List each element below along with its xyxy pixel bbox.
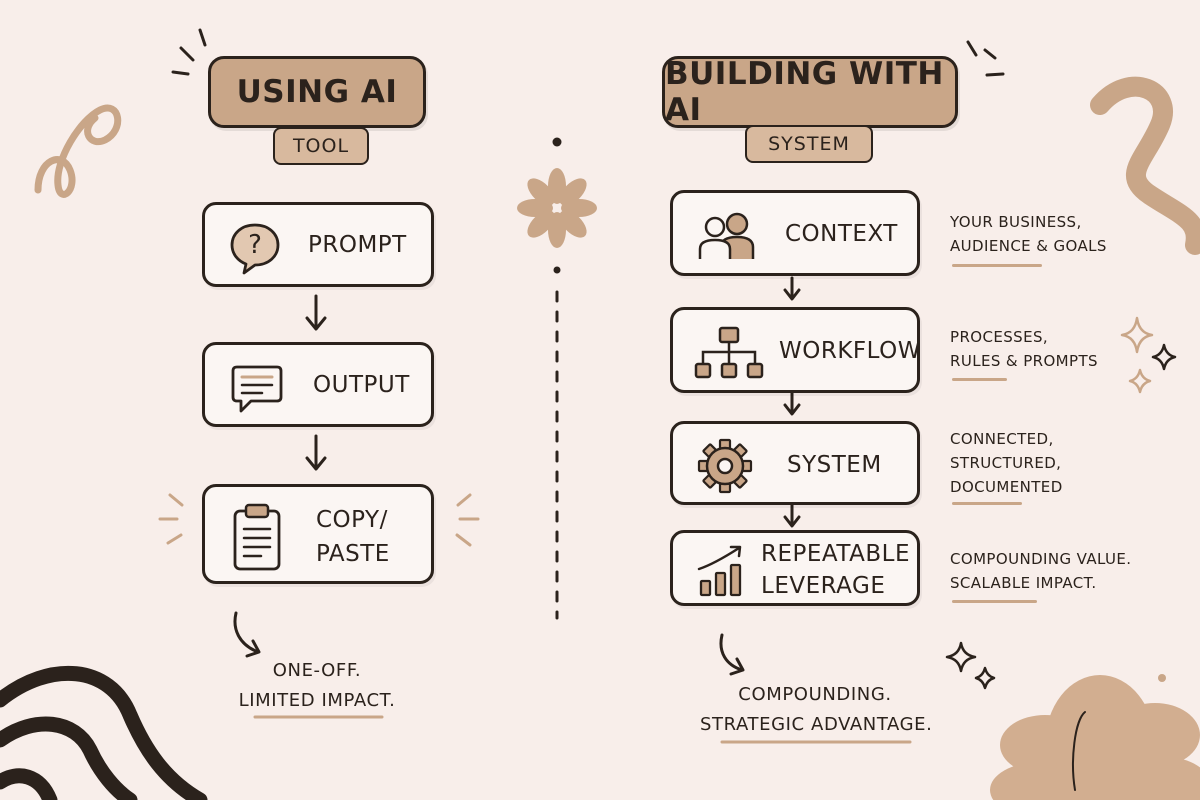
leverage-note-line-2: SCALABLE IMPACT.	[950, 574, 1097, 592]
context-note-line-2: AUDIENCE & GOALS	[950, 237, 1107, 255]
repeatable-label: REPEATABLE	[761, 541, 910, 567]
gear-icon	[697, 438, 753, 494]
right-outcome: COMPOUNDING. STRATEGIC ADVANTAGE.	[700, 680, 933, 740]
output-label: OUTPUT	[313, 372, 410, 398]
repeatable-leverage-step: REPEATABLE LEVERAGE	[670, 530, 920, 606]
system-subtitle-text: SYSTEM	[768, 133, 850, 155]
svg-text:?: ?	[248, 230, 262, 260]
context-label: CONTEXT	[785, 221, 898, 247]
left-outcome-line-2: LIMITED IMPACT.	[238, 690, 396, 711]
copy-label: COPY/	[316, 507, 388, 533]
growth-chart-icon	[697, 545, 742, 597]
stripe-doodle-3	[0, 768, 58, 800]
using-ai-title: USING AI	[208, 56, 426, 128]
wave-doodle	[1090, 76, 1200, 255]
context-note: YOUR BUSINESS, AUDIENCE & GOALS	[950, 210, 1107, 258]
tool-subtitle-text: TOOL	[292, 135, 350, 157]
stripe-doodle-2	[0, 716, 138, 800]
copy-paste-step: COPY/ PASTE	[202, 484, 434, 584]
system-label: SYSTEM	[787, 452, 882, 478]
workflow-note: PROCESSES, RULES & PROMPTS	[950, 325, 1098, 373]
right-outcome-line-2: STRATEGIC ADVANTAGE.	[700, 714, 933, 735]
system-step: SYSTEM	[670, 421, 920, 505]
context-note-line-1: YOUR BUSINESS,	[950, 213, 1082, 231]
asterisk-flower-doodle	[517, 168, 597, 248]
chat-bubble-icon	[231, 365, 283, 413]
system-note: CONNECTED, STRUCTURED, DOCUMENTED	[950, 427, 1063, 499]
workflow-note-underline	[952, 378, 1007, 381]
system-note-line-1: CONNECTED,	[950, 430, 1054, 448]
context-note-underline	[952, 264, 1042, 267]
squiggle-loop-doodle	[34, 104, 122, 198]
leverage-note: COMPOUNDING VALUE. SCALABLE IMPACT.	[950, 547, 1131, 595]
prompt-step: ? PROMPT	[202, 202, 434, 287]
flower-blob-doodle	[990, 675, 1200, 800]
output-step: OUTPUT	[202, 342, 434, 427]
leverage-note-line-1: COMPOUNDING VALUE.	[950, 550, 1132, 568]
workflow-note-line-1: PROCESSES,	[950, 328, 1049, 346]
workflow-step: WORKFLOW	[670, 307, 920, 393]
paste-label: PASTE	[316, 541, 390, 567]
clipboard-icon	[233, 503, 281, 571]
system-note-underline	[952, 502, 1022, 505]
context-step: CONTEXT	[670, 190, 920, 276]
right-outcome-line-1: COMPOUNDING.	[738, 684, 892, 705]
system-note-line-3: DOCUMENTED	[950, 478, 1063, 496]
left-outcome-line-1: ONE-OFF.	[272, 660, 362, 681]
building-with-ai-title-text: BUILDING WITH AI	[665, 56, 944, 128]
leverage-note-underline	[952, 600, 1037, 603]
left-outcome: ONE-OFF. LIMITED IMPACT.	[222, 656, 412, 716]
tool-subtitle: TOOL	[273, 127, 369, 165]
prompt-label: PROMPT	[308, 232, 407, 258]
flowchart-icon	[694, 326, 764, 379]
system-note-line-2: STRUCTURED,	[950, 454, 1062, 472]
people-icon	[698, 212, 755, 259]
leverage-label: LEVERAGE	[761, 573, 886, 599]
building-with-ai-title: BUILDING WITH AI	[662, 56, 958, 128]
workflow-label: WORKFLOW	[779, 338, 921, 364]
stripe-doodle-1	[0, 665, 208, 800]
workflow-note-line-2: RULES & PROMPTS	[950, 352, 1098, 370]
using-ai-title-text: USING AI	[236, 74, 398, 110]
system-subtitle: SYSTEM	[745, 125, 873, 163]
question-bubble-icon: ?	[230, 223, 280, 275]
